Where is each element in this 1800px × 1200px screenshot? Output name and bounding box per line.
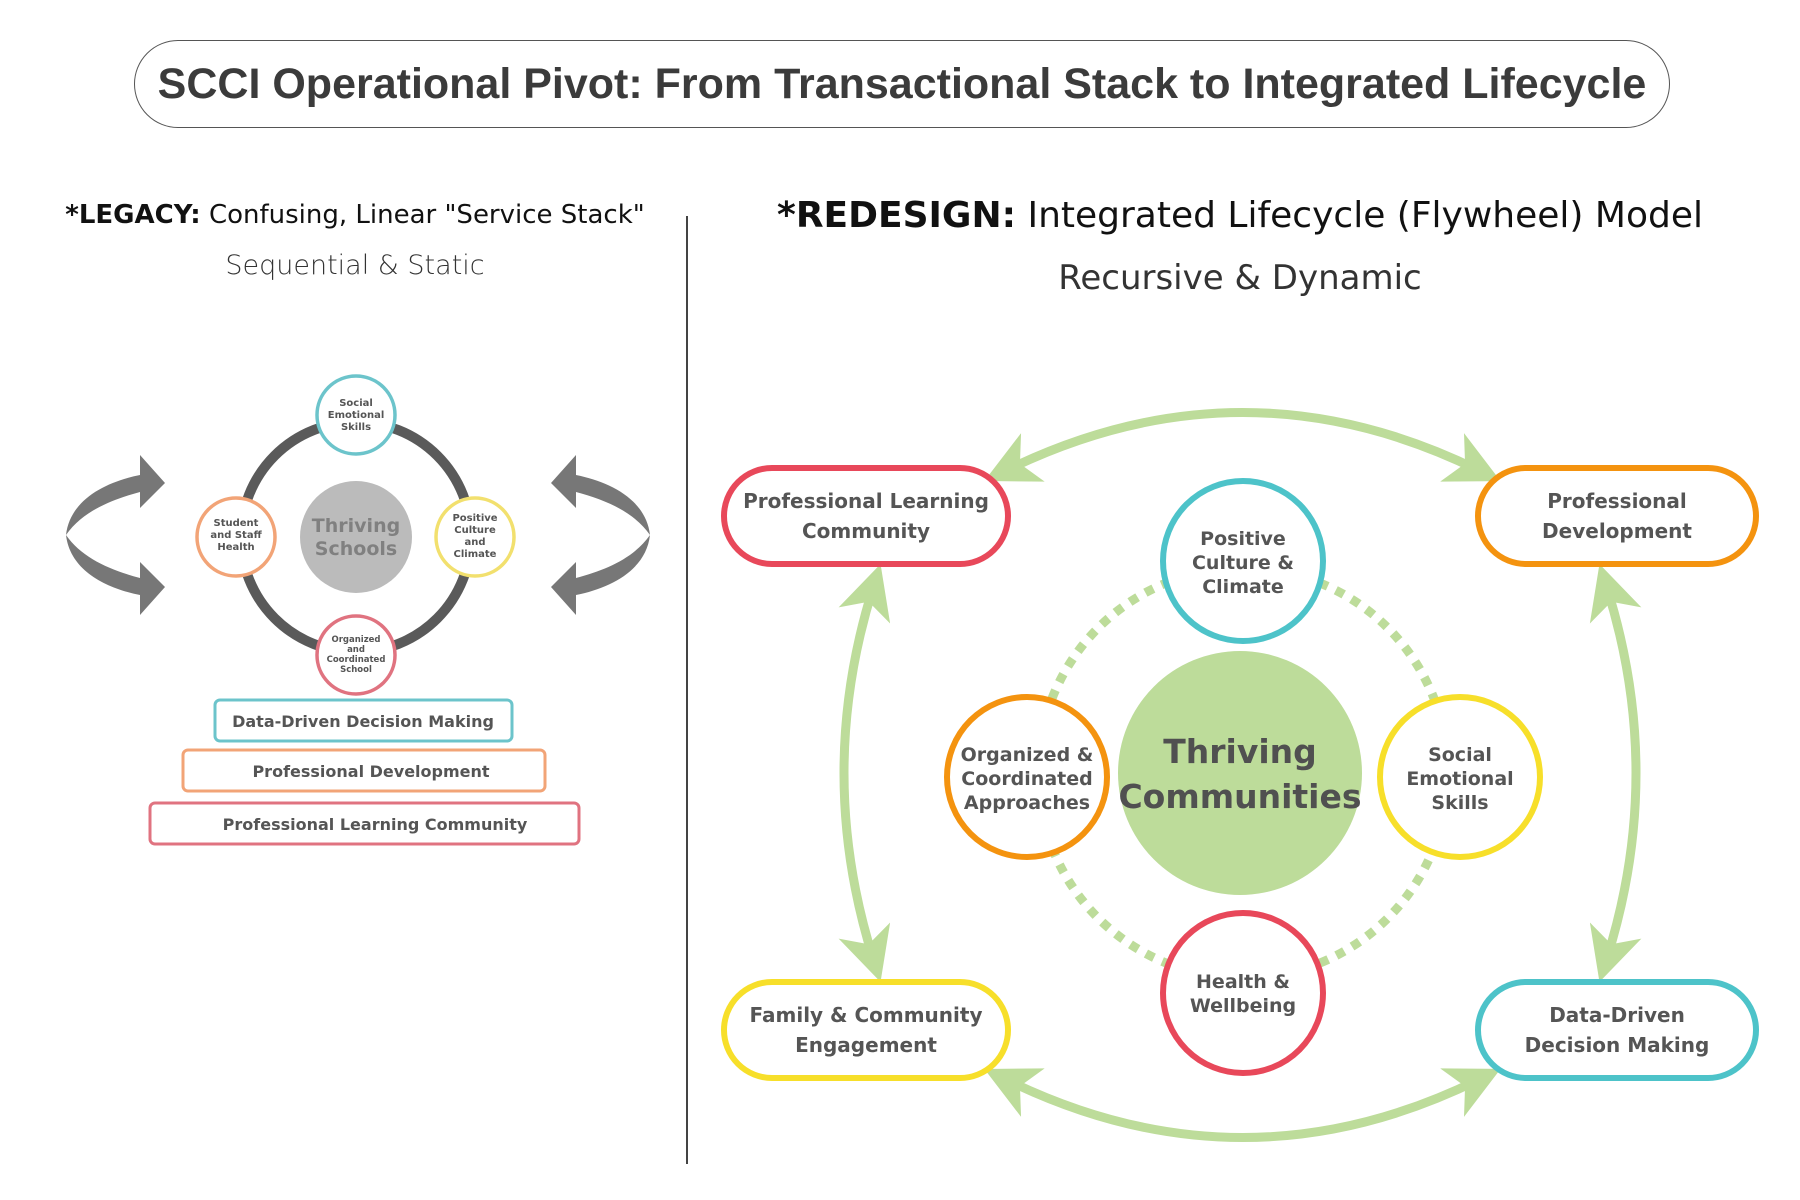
section-divider	[686, 216, 688, 1164]
node-social-emotional-skills: Social Emotional Skills	[1377, 694, 1543, 860]
node-organized-coordinated: Organized & Coordinated Approaches	[944, 694, 1110, 860]
pill-tl-line-1: Professional Learning	[743, 489, 989, 513]
legacy-stack-professional-development: Professional Development	[181, 748, 547, 793]
arrow-bottom	[984, 1068, 1501, 1142]
legacy-stack-label-3: Professional Learning Community	[223, 815, 528, 834]
legacy-node-organized-school: Organized and Coordinated School	[315, 614, 397, 696]
legacy-node-positive-culture: Positive Culture and Climate	[434, 496, 516, 578]
node-positive-culture-climate: Positive Culture & Climate	[1160, 478, 1326, 644]
pill-br-line-1: Data-Driven	[1549, 1003, 1685, 1027]
pill-bl-line-1: Family & Community	[750, 1003, 983, 1027]
redesign-subtitle: Recursive & Dynamic	[1058, 258, 1422, 298]
node-health-wellbeing: Health & Wellbeing	[1160, 910, 1326, 1076]
legacy-node-left-line-2: and Staff	[210, 530, 262, 541]
pill-family-community-engagement: Family & Community Engagement	[721, 979, 1011, 1081]
inner-bottom-line-2: Wellbeing	[1190, 995, 1296, 1017]
legacy-node-bottom-line-2: and	[347, 645, 365, 655]
legacy-stack-label-1: Data-Driven Decision Making	[232, 712, 494, 731]
redesign-hub-circle	[1118, 651, 1362, 895]
legacy-node-right-line-4: Climate	[454, 549, 497, 560]
legacy-stack-professional-learning-community: Professional Learning Community	[148, 801, 581, 846]
legacy-node-right-line-2: Culture	[454, 525, 496, 536]
legacy-left-cycle-arrows	[66, 455, 165, 615]
legacy-node-social-emotional: Social Emotional Skills	[315, 374, 397, 456]
legacy-node-top-line-3: Skills	[341, 422, 371, 433]
page-title: SCCI Operational Pivot: From Transaction…	[134, 40, 1670, 128]
redesign-hub-line-2: Communities	[1118, 777, 1361, 816]
legacy-heading-text: Confusing, Linear "Service Stack"	[200, 200, 645, 230]
legacy-node-bottom-line-3: Coordinated	[327, 655, 386, 665]
inner-right-line-1: Social	[1428, 744, 1492, 766]
inner-left-line-2: Coordinated	[961, 768, 1092, 790]
legacy-heading: *LEGACY: Confusing, Linear "Service Stac…	[40, 200, 670, 230]
legacy-heading-label: *LEGACY:	[65, 200, 201, 230]
arrow-right	[1589, 563, 1642, 983]
pill-br-line-2: Decision Making	[1525, 1033, 1710, 1057]
redesign-diagram: Thriving Communities Positive Culture & …	[721, 408, 1759, 1142]
pill-tr-line-1: Professional	[1547, 489, 1687, 513]
legacy-right-cycle-arrows	[551, 455, 650, 615]
inner-bottom-line-1: Health &	[1196, 971, 1290, 993]
legacy-hub-line-2: Schools	[315, 538, 397, 560]
redesign-heading-label: *REDESIGN:	[777, 195, 1017, 236]
legacy-hub-line-1: Thriving	[312, 515, 400, 537]
pill-professional-development: Professional Development	[1475, 465, 1759, 567]
legacy-node-top-line-1: Social	[339, 398, 373, 409]
legacy-diagram: Thriving Schools Social Emotional Skills…	[66, 374, 650, 846]
legacy-node-left-line-1: Student	[214, 518, 259, 529]
legacy-stack-data-driven: Data-Driven Decision Making	[213, 698, 514, 743]
inner-top-line-3: Climate	[1202, 576, 1284, 598]
inner-left-line-3: Approaches	[964, 792, 1090, 814]
inner-top-line-1: Positive	[1200, 528, 1286, 550]
legacy-node-top-line-2: Emotional	[328, 410, 385, 421]
inner-top-line-2: Culture &	[1192, 552, 1294, 574]
legacy-node-bottom-line-4: School	[340, 665, 372, 675]
pill-professional-learning-community: Professional Learning Community	[721, 465, 1011, 567]
legacy-hub-circle	[300, 481, 412, 593]
arrow-left	[838, 563, 891, 983]
legacy-stack-label-2: Professional Development	[252, 762, 489, 781]
pill-data-driven-decision-making: Data-Driven Decision Making	[1475, 979, 1759, 1081]
redesign-heading-text: Integrated Lifecycle (Flywheel) Model	[1016, 195, 1703, 236]
redesign-hub-line-1: Thriving	[1163, 732, 1317, 771]
arrow-top	[984, 408, 1501, 482]
pill-tl-line-2: Community	[802, 519, 930, 543]
inner-right-line-2: Emotional	[1406, 768, 1513, 790]
legacy-node-left-line-3: Health	[217, 542, 254, 553]
legacy-subtitle: Sequential & Static	[225, 250, 485, 281]
inner-left-line-1: Organized &	[961, 744, 1094, 766]
legacy-node-bottom-line-1: Organized	[332, 635, 381, 645]
pill-tr-line-2: Development	[1542, 519, 1692, 543]
legacy-node-student-health: Student and Staff Health	[195, 496, 277, 578]
pill-bl-line-2: Engagement	[795, 1033, 937, 1057]
legacy-node-right-line-1: Positive	[452, 513, 497, 524]
redesign-heading: *REDESIGN: Integrated Lifecycle (Flywhee…	[730, 195, 1750, 236]
inner-right-line-3: Skills	[1431, 792, 1488, 814]
legacy-node-right-line-3: and	[464, 537, 485, 548]
